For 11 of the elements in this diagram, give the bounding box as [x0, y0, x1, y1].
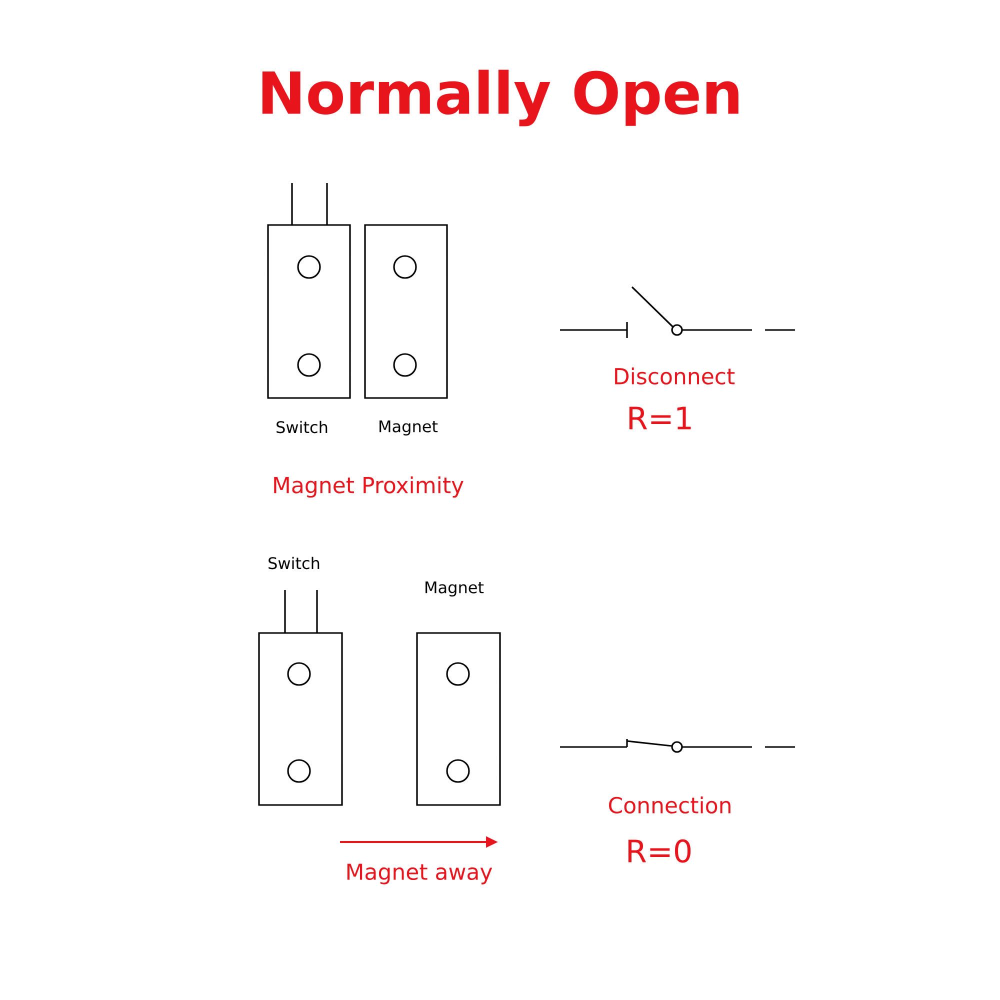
part-label: Switch — [276, 420, 328, 434]
part-label: Switch — [268, 556, 320, 570]
part-label: Magnet — [426, 582, 484, 596]
title: Normally Open — [262, 70, 738, 126]
resistance-label: R=1 — [629, 406, 691, 430]
caption-label: Magnet away — [347, 864, 492, 884]
caption-label: Magnet Proximity — [274, 476, 464, 498]
state-label: Connection — [609, 796, 730, 814]
resistance-label: R=0 — [628, 839, 691, 863]
state-label: Disconnect — [615, 367, 735, 385]
part-label: Magnet — [380, 420, 438, 436]
